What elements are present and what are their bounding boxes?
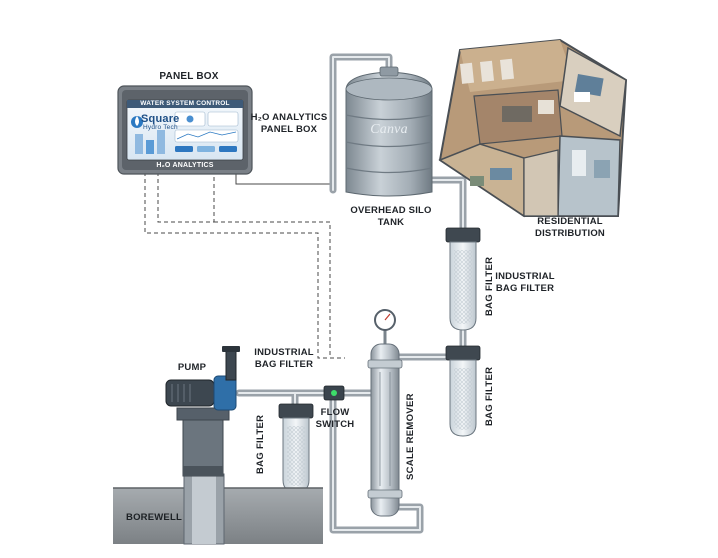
scale-remover (367, 309, 403, 517)
panel-screen-title: WATER SYSTEM CONTROL (140, 100, 230, 107)
panel-to-scale-wire (144, 172, 345, 359)
tank-label-line2: TANK (377, 217, 405, 228)
panel-brand-line1: Square (141, 113, 180, 125)
panel-box-label-line1: H₂O ANALYTICS (250, 112, 328, 123)
panel-to-flow-wire (214, 221, 331, 355)
pump (165, 346, 240, 477)
panel-footer: H₂O ANALYTICS (156, 162, 214, 169)
panel-box-heading: PANEL BOX (159, 71, 219, 82)
residential-floor-plan (438, 38, 628, 218)
bag-filter-upper-label: BAG FILTER (484, 256, 495, 316)
bag-filter-upper (445, 227, 481, 331)
borewell-ground (113, 473, 323, 545)
residential-label-line2: DISTRIBUTION (535, 228, 605, 239)
panel-box-label-line2: PANEL BOX (260, 124, 318, 135)
flow-indicator-icon (331, 390, 337, 396)
industrial-left-line2: BAG FILTER (254, 359, 314, 370)
bag-filter-lower-label: BAG FILTER (484, 366, 495, 426)
water-drop-icon (186, 115, 194, 123)
flow-switch-line1: FLOW (320, 407, 350, 418)
bag-filter-left (278, 403, 314, 493)
panel-brand-line2: Hydro Tech (143, 124, 178, 131)
residential-label-line1: RESIDENTIAL (537, 216, 603, 227)
tank-brand-text: Canva (370, 122, 408, 137)
pump-label: PUMP (177, 362, 207, 373)
industrial-right-line2: BAG FILTER (495, 283, 555, 294)
flow-switch (323, 385, 345, 401)
industrial-right-line1: INDUSTRIAL (495, 271, 555, 282)
scale-remover-label: SCALE REMOVER (405, 393, 416, 480)
signal-wires (144, 172, 345, 359)
industrial-left-line1: INDUSTRIAL (254, 347, 314, 358)
overhead-silo-tank (345, 66, 433, 197)
panel-box (117, 85, 253, 175)
tank-label-line1: OVERHEAD SILO (350, 205, 432, 216)
bag-filter-lower (445, 345, 481, 437)
flow-switch-line2: SWITCH (315, 419, 355, 430)
bag-filter-left-label: BAG FILTER (255, 414, 266, 474)
panel-loop-wire (157, 172, 215, 223)
panel-to-tank-wire (235, 172, 333, 185)
borewell-label: BOREWELL (126, 512, 182, 523)
